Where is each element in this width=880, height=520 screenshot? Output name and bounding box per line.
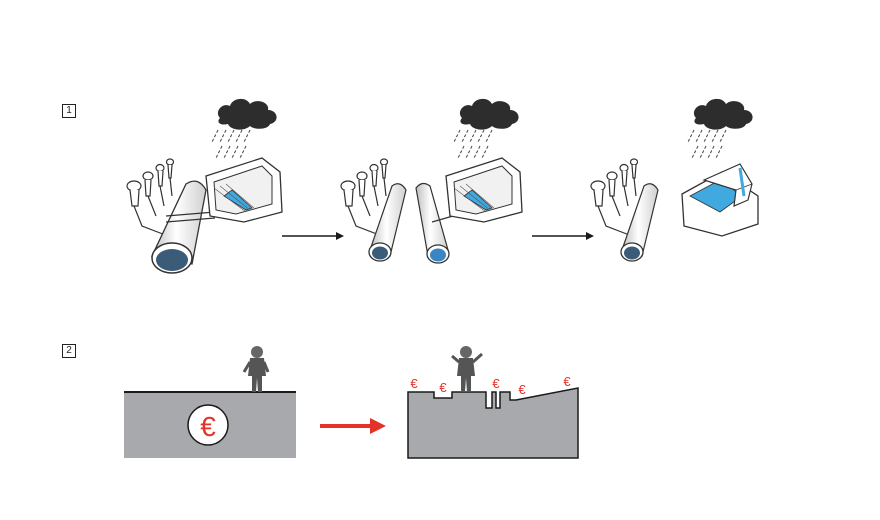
step-2-number: 2	[62, 344, 76, 358]
wastewater-pipe	[368, 183, 407, 262]
rain-icon	[687, 129, 727, 159]
arrow-step-2	[532, 232, 594, 240]
rain-cloud-icon	[217, 98, 277, 130]
euro-symbol: €	[492, 376, 500, 391]
open-channel	[681, 163, 759, 237]
rain-icon	[211, 129, 251, 159]
ground-block-after: € € € € €	[407, 374, 579, 459]
euro-symbol: €	[563, 374, 571, 389]
panel-combined-sewer	[126, 98, 283, 274]
euro-symbol: €	[518, 382, 526, 397]
euro-symbol: €	[200, 411, 216, 442]
combined-pipe	[151, 180, 207, 274]
euro-symbol: €	[439, 380, 447, 395]
wastewater-pipe	[620, 183, 659, 262]
rain-cloud-icon	[693, 98, 753, 130]
street-gutter	[445, 157, 523, 223]
street-gutter	[205, 157, 283, 223]
ground-block-before: €	[124, 391, 296, 458]
arrow-step-1	[282, 232, 344, 240]
rain-icon	[453, 129, 493, 159]
rain-cloud-icon	[459, 98, 519, 130]
panel-separated-sewer	[340, 98, 523, 264]
stormwater-pipe	[415, 182, 450, 264]
panel-open-drainage	[590, 98, 759, 262]
euro-circle	[187, 404, 229, 446]
arrow-red	[320, 418, 386, 434]
step-1-number: 1	[62, 104, 76, 118]
child-figure	[451, 346, 483, 392]
euro-symbol: €	[410, 376, 418, 391]
child-figure	[242, 346, 270, 392]
